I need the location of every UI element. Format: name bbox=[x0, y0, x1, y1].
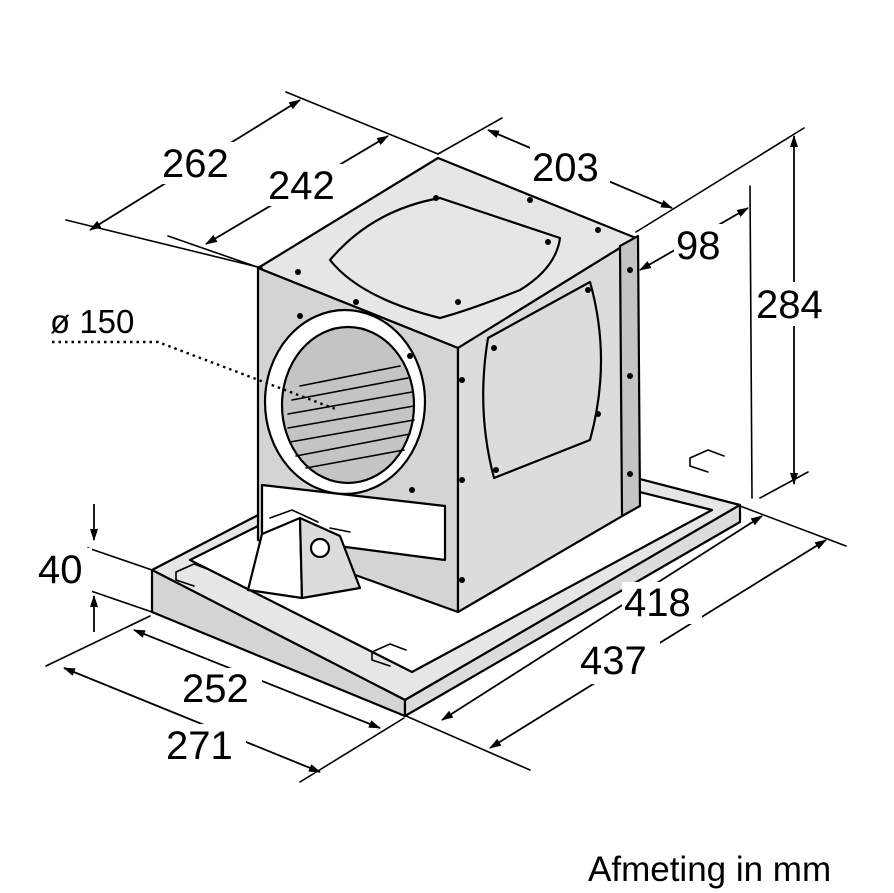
label-40: 40 bbox=[38, 548, 83, 592]
side-panel bbox=[482, 280, 603, 480]
label-252: 252 bbox=[182, 667, 249, 711]
frame-clip-right bbox=[689, 449, 725, 473]
outlet-ring-inner bbox=[280, 325, 416, 485]
housing-screws bbox=[295, 195, 633, 583]
label-284: 284 bbox=[756, 283, 823, 327]
frame-clip-left bbox=[175, 563, 211, 587]
mounting-bracket bbox=[246, 509, 362, 600]
units-caption: Afmeting in mm bbox=[588, 850, 831, 889]
label-diameter: ø 150 bbox=[50, 303, 134, 340]
label-418: 418 bbox=[624, 581, 691, 625]
dimension-labels: 262 242 203 98 284 ø 150 40 252 271 418 … bbox=[36, 142, 834, 768]
label-271: 271 bbox=[166, 724, 233, 768]
label-203: 203 bbox=[532, 146, 599, 190]
fan-grille bbox=[287, 365, 415, 469]
label-98: 98 bbox=[676, 224, 721, 268]
label-242: 242 bbox=[268, 164, 335, 208]
top-panel bbox=[328, 196, 562, 320]
diameter-leader bbox=[52, 340, 339, 412]
label-437: 437 bbox=[580, 639, 647, 683]
label-262: 262 bbox=[162, 142, 229, 186]
